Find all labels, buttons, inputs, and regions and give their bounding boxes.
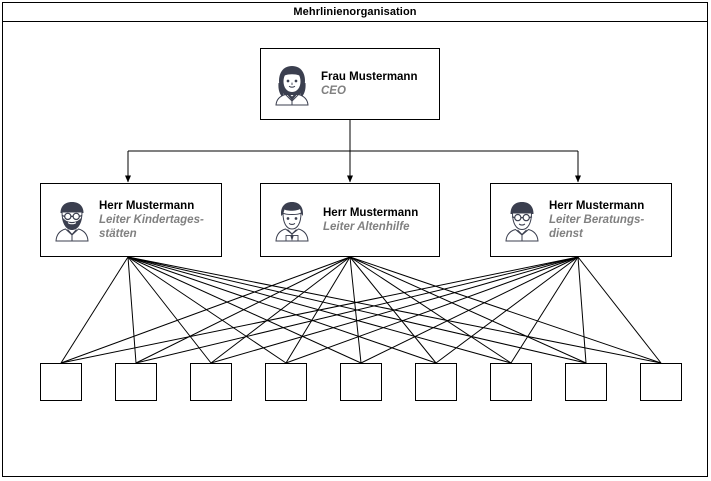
staff-box-1[interactable] (115, 363, 157, 401)
node-ceo-role: CEO (321, 85, 346, 97)
node-manager-0-labels: Herr Mustermann Leiter Kindertages- stät… (99, 199, 221, 241)
staff-box-2[interactable] (190, 363, 232, 401)
node-manager-2-role-line1: Leiter Beratungs- (549, 214, 645, 226)
staff-box-6[interactable] (490, 363, 532, 401)
node-manager-kindertagesstaetten[interactable]: Herr Mustermann Leiter Kindertages- stät… (40, 183, 222, 257)
diagram-title: Mehrlinienorganisation (2, 2, 708, 22)
node-manager-1-labels: Herr Mustermann Leiter Altenhilfe (319, 206, 439, 234)
node-manager-2-name: Herr Mustermann (549, 200, 645, 212)
staff-box-8[interactable] (640, 363, 682, 401)
man-glasses-avatar-icon (501, 197, 543, 243)
node-manager-0-role-line1: Leiter Kindertages- (99, 214, 204, 226)
node-ceo-labels: Frau Mustermann CEO (319, 70, 439, 98)
staff-box-5[interactable] (415, 363, 457, 401)
female-avatar-icon (271, 61, 313, 107)
node-manager-1-name: Herr Mustermann (323, 207, 419, 219)
node-manager-1-role-line1: Leiter Altenhilfe (323, 221, 410, 233)
node-manager-0-name: Herr Mustermann (99, 200, 195, 212)
node-ceo-name: Frau Mustermann (321, 71, 418, 83)
node-manager-0-role-line2: stätten (99, 228, 137, 240)
node-manager-2-role-line2: dienst (549, 228, 583, 240)
bearded-man-glasses-avatar-icon (51, 197, 93, 243)
man-suit-tie-avatar-icon (271, 197, 313, 243)
staff-box-7[interactable] (565, 363, 607, 401)
node-manager-2-labels: Herr Mustermann Leiter Beratungs- dienst (549, 199, 671, 241)
staff-box-4[interactable] (340, 363, 382, 401)
node-manager-beratungsdienst[interactable]: Herr Mustermann Leiter Beratungs- dienst (490, 183, 672, 257)
node-ceo[interactable]: Frau Mustermann CEO (260, 48, 440, 120)
staff-box-0[interactable] (40, 363, 82, 401)
staff-box-3[interactable] (265, 363, 307, 401)
node-manager-altenhilfe[interactable]: Herr Mustermann Leiter Altenhilfe (260, 183, 440, 257)
